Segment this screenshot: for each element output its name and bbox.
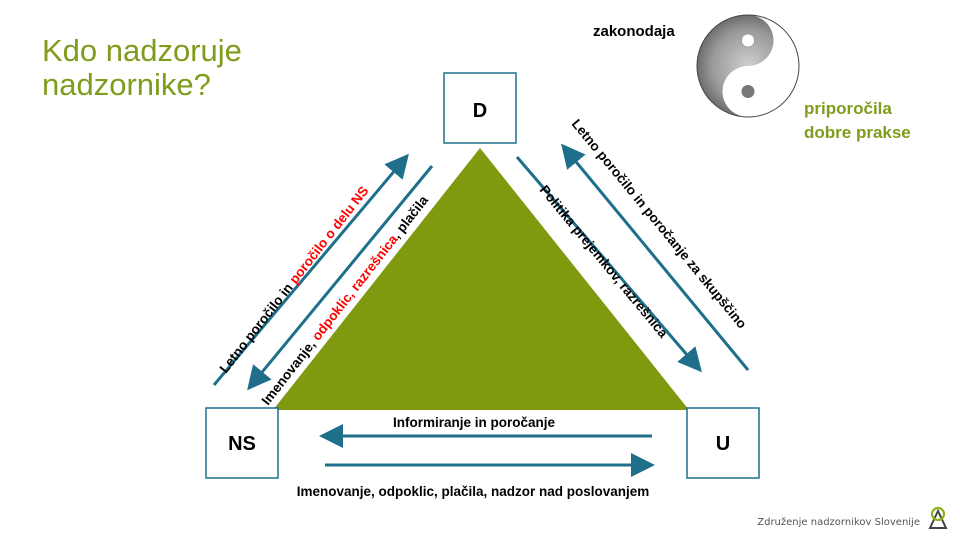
edge-label-ns-to-d-part1: Letno poročilo in — [217, 277, 299, 375]
organization-logo-icon — [928, 506, 948, 529]
arrow-ns-to-d — [212, 153, 409, 386]
edge-label-ns-to-u: Imenovanje, odpoklic, plačila, nadzor na… — [297, 484, 650, 499]
central-triangle — [273, 148, 689, 410]
slide-title-line1: Kdo nadzoruje — [42, 33, 242, 68]
slide-title: Kdo nadzoruje nadzornike? — [42, 34, 242, 102]
node-u-label: U — [716, 433, 730, 455]
organization-name: Združenje nadzornikov Slovenije — [757, 517, 920, 528]
yin-yang-side-label-line2: dobre prakse — [804, 123, 911, 142]
node-d-label: D — [473, 100, 487, 122]
node-u: U — [686, 407, 760, 479]
yin-yang-top-label: zakonodaja — [593, 23, 675, 40]
node-ns-label: NS — [228, 433, 256, 455]
node-ns: NS — [205, 407, 279, 479]
slide-title-line2: nadzornike? — [42, 67, 211, 102]
yin-yang-icon — [696, 14, 800, 118]
arrow-u-to-d — [561, 143, 750, 371]
arrow-d-to-u — [515, 156, 702, 373]
node-d: D — [443, 72, 517, 144]
yin-yang-side-label-line1: priporočila — [804, 99, 892, 118]
arrow-d-to-ns — [247, 165, 434, 391]
edge-label-u-to-ns: Informiranje in poročanje — [393, 415, 556, 430]
